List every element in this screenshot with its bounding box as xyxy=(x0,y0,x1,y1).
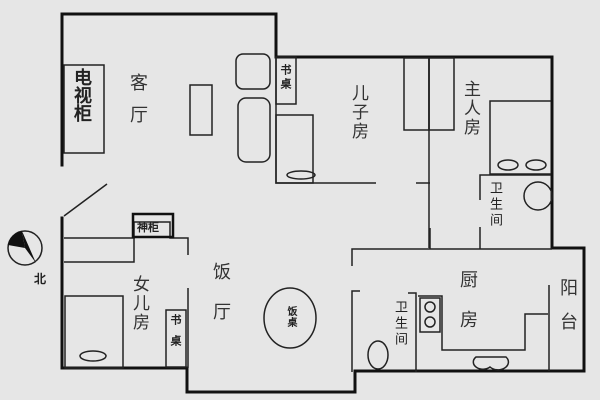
sofa-chair xyxy=(235,53,271,90)
daughter-desk-label: 书桌 xyxy=(169,314,182,356)
toilet xyxy=(523,181,553,211)
shrine-cabinet-label: 神柜 xyxy=(137,221,159,234)
wardrobe-son xyxy=(403,57,430,131)
daughter-desk xyxy=(165,309,187,368)
son-desk-label: 书桌 xyxy=(279,64,292,92)
tv-cabinet-label: 电视柜 xyxy=(71,68,92,122)
compass-north-label: 北 xyxy=(34,272,47,286)
coffee-table xyxy=(189,84,213,136)
master-bathroom-label: 卫生间 xyxy=(487,181,502,229)
son-pillow xyxy=(286,170,316,180)
outer-walls xyxy=(60,12,586,394)
living-room-label: 客厅 xyxy=(127,73,148,137)
son-room-label: 儿子房 xyxy=(348,84,368,141)
son-bed xyxy=(275,114,314,184)
dining-table-label: 饭桌 xyxy=(285,306,296,328)
common-bathroom-label: 卫生间 xyxy=(392,300,407,348)
common-toilet xyxy=(367,340,389,370)
door-swing xyxy=(63,183,108,217)
sink xyxy=(472,356,510,371)
sofa xyxy=(237,97,271,163)
daughter-bed xyxy=(64,295,124,369)
kitchen-label: 厨房 xyxy=(457,270,478,350)
stove xyxy=(419,297,441,333)
dining-table xyxy=(263,287,317,349)
wardrobe-master xyxy=(428,57,455,131)
shrine-cabinet xyxy=(131,212,175,239)
tv-cabinet xyxy=(63,64,105,154)
balcony-label: 阳台 xyxy=(557,278,578,346)
compass-icon xyxy=(7,230,43,266)
daughter-room-label: 女儿房 xyxy=(129,275,149,332)
master-bedroom-label: 主人房 xyxy=(460,80,480,137)
dining-room-label: 饭厅 xyxy=(210,262,231,342)
